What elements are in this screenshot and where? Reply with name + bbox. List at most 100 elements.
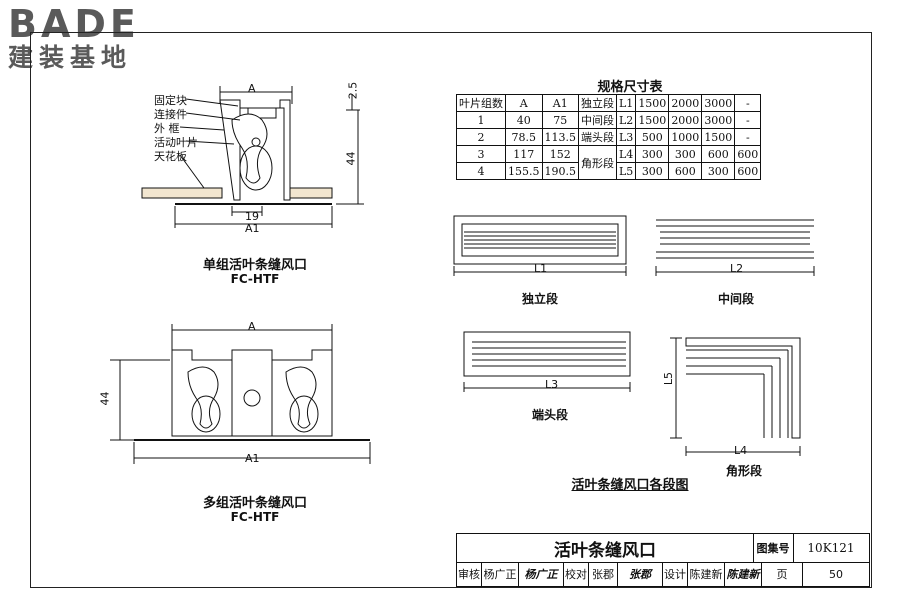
dim-l3: L3 — [545, 378, 559, 391]
drawing-title: 活叶条缝风口 — [457, 534, 754, 563]
reviewer-name: 杨广正 — [482, 562, 519, 586]
atlas-label: 图集号 — [753, 534, 794, 563]
segments-caption: 活叶条缝风口各段图 — [571, 478, 689, 493]
table-row: 4 155.5 190.5 L5 300 600 300 600 — [456, 162, 762, 180]
dim-l5: L5 — [662, 371, 676, 386]
spec-cell: - — [734, 94, 762, 112]
spec-cell: 300 — [668, 145, 703, 163]
spec-cell: 1500 — [635, 94, 670, 112]
spec-cell: 3000 — [701, 111, 736, 129]
spec-cell: L4 — [615, 145, 637, 163]
spec-cell: 600 — [734, 162, 762, 180]
multi-caption: 多组活叶条缝风口 — [202, 496, 307, 511]
spec-cell: 2 — [456, 128, 506, 146]
checker-signature: 张郡 — [618, 562, 663, 586]
label-outer-frame: 外 框 — [154, 122, 180, 135]
multi-section-drawing — [110, 324, 371, 464]
review-label: 审核 — [457, 562, 482, 586]
spec-cell: A1 — [541, 94, 579, 112]
spec-cell: L1 — [615, 94, 637, 112]
spec-header-row: 叶片组数 A A1 独立段 L1 1500 2000 3000 - — [456, 94, 762, 112]
spec-cell: 152 — [541, 145, 579, 163]
table-row: 1 40 75 中间段 L2 1500 2000 3000 - — [456, 111, 762, 129]
label-middle: 中间段 — [717, 292, 754, 306]
label-ceiling-board: 天花板 — [154, 150, 187, 163]
check-label: 校对 — [564, 562, 589, 586]
segment-views — [453, 215, 815, 456]
dim-l4: L4 — [734, 444, 748, 457]
spec-cell: L2 — [615, 111, 637, 129]
label-connector: 连接件 — [154, 108, 187, 121]
logo-text: BADE — [8, 2, 140, 46]
page-label: 页 — [762, 562, 803, 586]
spec-cell: 独立段 — [578, 94, 617, 112]
spec-cell: 1500 — [701, 128, 736, 146]
spec-cell: 78.5 — [505, 128, 543, 146]
dim-l1: L1 — [534, 262, 548, 275]
spec-cell: 155.5 — [505, 162, 543, 180]
single-dim-44: 44 — [344, 151, 358, 166]
design-label: 设计 — [663, 562, 688, 586]
multi-dim-a1: A1 — [245, 452, 260, 465]
spec-cell: 500 — [635, 128, 670, 146]
spec-cell: 40 — [505, 111, 543, 129]
spec-cell: 117 — [505, 145, 543, 163]
multi-dim-a: A — [248, 320, 256, 333]
spec-cell: 1 — [456, 111, 506, 129]
spec-cell: 3000 — [701, 94, 736, 112]
label-end: 端头段 — [531, 408, 568, 422]
logo-subtitle: 建装基地 — [8, 43, 133, 72]
single-caption: 单组活叶条缝风口 — [202, 258, 307, 273]
spec-cell: 1000 — [668, 128, 703, 146]
label-independent: 独立段 — [521, 292, 558, 306]
spec-cell: 端头段 — [578, 128, 617, 146]
multi-model: FC-HTF — [230, 510, 280, 524]
spec-cell: 600 — [701, 145, 736, 163]
single-part-labels: 固定块 连接件 外 框 活动叶片 天花板 — [154, 94, 198, 164]
spec-table: 叶片组数 A A1 独立段 L1 1500 2000 3000 - 1 40 7… — [456, 94, 762, 180]
signature-row: 审核 杨广正 杨广正 校对 张郡 张郡 设计 陈建新 陈建新 页 50 — [457, 562, 869, 586]
designer-name: 陈建新 — [688, 562, 725, 586]
spec-cell: 75 — [541, 111, 579, 129]
title-block: 活叶条缝风口 图集号 10K121 审核 杨广正 杨广正 校对 张郡 张郡 设计… — [456, 533, 870, 587]
spec-cell: 300 — [635, 145, 670, 163]
spec-title: 规格尺寸表 — [597, 80, 663, 95]
single-dim-a1: A1 — [245, 222, 260, 235]
reviewer-signature: 杨广正 — [519, 562, 564, 586]
spec-cell: L5 — [615, 162, 637, 180]
single-section-drawing — [141, 86, 364, 228]
table-row: 3 117 152 角形段 L4 300 300 600 600 — [456, 145, 762, 180]
drawing-frame — [30, 32, 872, 588]
single-dim-a: A — [248, 82, 256, 95]
spec-cell: 113.5 — [541, 128, 579, 146]
checker-name: 张郡 — [589, 562, 618, 586]
spec-cell: - — [734, 111, 762, 129]
label-movable-blade: 活动叶片 — [154, 136, 198, 149]
label-fixed-block: 固定块 — [154, 94, 187, 107]
brand-logo: BADE 建装基地 — [8, 4, 183, 72]
spec-cell: 叶片组数 — [456, 94, 506, 112]
label-corner: 角形段 — [725, 464, 762, 478]
spec-cell: 300 — [701, 162, 736, 180]
spec-cell: 2000 — [668, 111, 703, 129]
spec-cell: 190.5 — [541, 162, 579, 180]
atlas-number: 10K121 — [793, 534, 869, 563]
spec-cell: L3 — [615, 128, 637, 146]
single-model: FC-HTF — [230, 272, 280, 286]
single-dim-19: 19 — [245, 210, 259, 223]
table-row: 2 78.5 113.5 端头段 L3 500 1000 1500 - — [456, 128, 762, 146]
spec-cell: 角形段 — [578, 145, 617, 180]
spec-cell: 600 — [668, 162, 703, 180]
spec-cell: 600 — [734, 145, 762, 163]
spec-cell: 300 — [635, 162, 670, 180]
single-dim-25: 2.5 — [346, 81, 360, 100]
spec-cell: - — [734, 128, 762, 146]
spec-cell: A — [505, 94, 543, 112]
spec-cell: 3 — [456, 145, 506, 163]
designer-signature: 陈建新 — [725, 562, 762, 586]
spec-cell: 2000 — [668, 94, 703, 112]
dim-l2: L2 — [730, 262, 744, 275]
multi-dim-44: 44 — [98, 391, 112, 406]
page-number: 50 — [829, 567, 843, 581]
spec-cell: 4 — [456, 162, 506, 180]
